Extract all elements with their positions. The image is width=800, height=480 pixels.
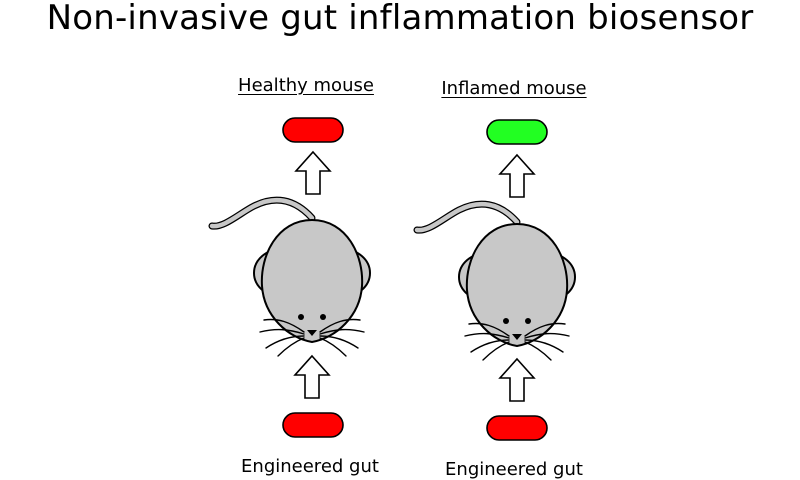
arrow-up-icon — [499, 358, 535, 402]
input-signal-healthy — [282, 412, 344, 438]
arrow-up-icon — [295, 151, 331, 195]
output-signal-healthy — [282, 117, 344, 143]
mouse-icon — [212, 200, 370, 356]
bottom-label-inflamed: Engineered gut — [445, 459, 583, 480]
panel-label-inflamed: Inflamed mouse — [441, 78, 587, 99]
page-title: Non-invasive gut inflammation biosensor — [46, 0, 754, 38]
inflamed-panel — [417, 119, 575, 441]
arrow-up-icon — [499, 154, 535, 198]
arrow-up-icon — [294, 355, 330, 399]
healthy-panel — [212, 117, 370, 438]
mouse-icon — [417, 204, 575, 360]
panel-label-healthy: Healthy mouse — [238, 75, 374, 96]
bottom-label-healthy: Engineered gut — [241, 456, 379, 477]
output-signal-inflamed — [486, 119, 548, 145]
input-signal-inflamed — [486, 415, 548, 441]
